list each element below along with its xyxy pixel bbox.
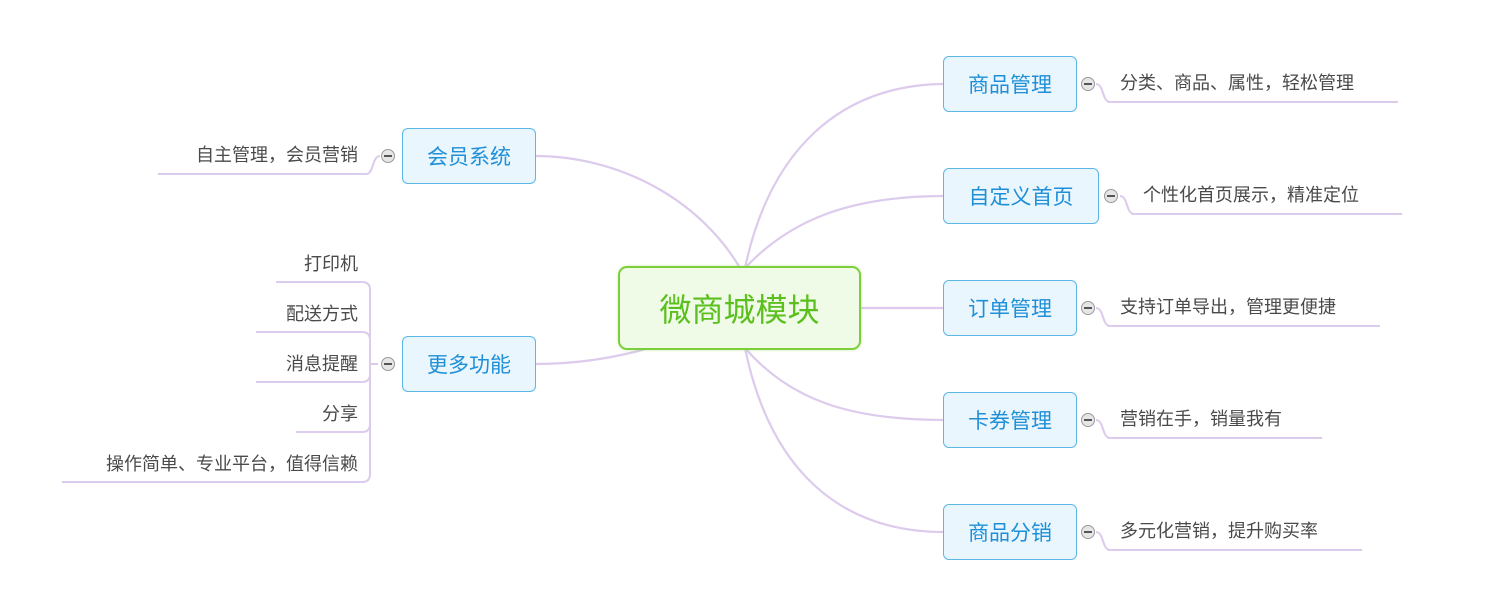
leaf-connector xyxy=(1095,419,1322,439)
topic-more-features[interactable]: 更多功能 xyxy=(402,336,536,392)
collapse-minus-icon[interactable] xyxy=(381,357,395,371)
topic-label: 卡券管理 xyxy=(968,409,1052,433)
leaf-connector xyxy=(276,281,378,365)
topic-label: 自定义首页 xyxy=(968,185,1074,209)
connector-line xyxy=(744,194,945,269)
leaf-connector xyxy=(256,331,371,341)
leaf-text: 多元化营销，提升购买率 xyxy=(1120,521,1318,542)
leaf-text: 打印机 xyxy=(304,254,358,275)
connector-line xyxy=(743,82,945,269)
leaf-text: 操作简单、专业平台，值得信赖 xyxy=(106,454,358,475)
collapse-minus-icon[interactable] xyxy=(1081,301,1095,315)
topic-member-system[interactable]: 会员系统 xyxy=(402,128,536,184)
topic-label: 商品管理 xyxy=(968,73,1052,97)
topic-product-management[interactable]: 商品管理 xyxy=(943,56,1077,112)
leaf-connector xyxy=(1119,195,1402,215)
collapse-minus-icon[interactable] xyxy=(1081,77,1095,91)
leaf-text: 消息提醒 xyxy=(286,354,358,375)
collapse-minus-icon[interactable] xyxy=(381,149,395,163)
topic-product-distribution[interactable]: 商品分销 xyxy=(943,504,1077,560)
leaf-text: 配送方式 xyxy=(286,304,358,325)
leaf-text: 营销在手，销量我有 xyxy=(1120,409,1282,430)
leaf-connector xyxy=(1095,531,1362,551)
topic-custom-homepage[interactable]: 自定义首页 xyxy=(943,168,1099,224)
leaf-connector xyxy=(1095,83,1398,103)
leaf-text: 自主管理，会员营销 xyxy=(196,145,358,166)
connector-line xyxy=(743,347,945,534)
leaf-text: 分享 xyxy=(322,404,358,425)
topic-label: 订单管理 xyxy=(968,297,1052,321)
leaf-text: 支持订单导出，管理更便捷 xyxy=(1120,297,1336,318)
topic-label: 更多功能 xyxy=(427,353,511,377)
connector-line xyxy=(534,154,741,269)
leaf-connector xyxy=(158,155,381,175)
topic-order-management[interactable]: 订单管理 xyxy=(943,280,1077,336)
topic-coupon-management[interactable]: 卡券管理 xyxy=(943,392,1077,448)
leaf-text: 分类、商品、属性，轻松管理 xyxy=(1120,73,1354,94)
leaf-connector xyxy=(62,424,371,483)
central-topic-label: 微商城模块 xyxy=(659,291,820,329)
leaf-text: 个性化首页展示，精准定位 xyxy=(1143,185,1359,206)
topic-label: 会员系统 xyxy=(427,145,511,169)
central-topic[interactable]: 微商城模块 xyxy=(618,266,861,350)
collapse-minus-icon[interactable] xyxy=(1081,525,1095,539)
collapse-minus-icon[interactable] xyxy=(1104,189,1118,203)
leaf-connector xyxy=(1095,307,1380,327)
connector-line xyxy=(744,347,945,422)
collapse-minus-icon[interactable] xyxy=(1081,413,1095,427)
topic-label: 商品分销 xyxy=(968,521,1052,545)
